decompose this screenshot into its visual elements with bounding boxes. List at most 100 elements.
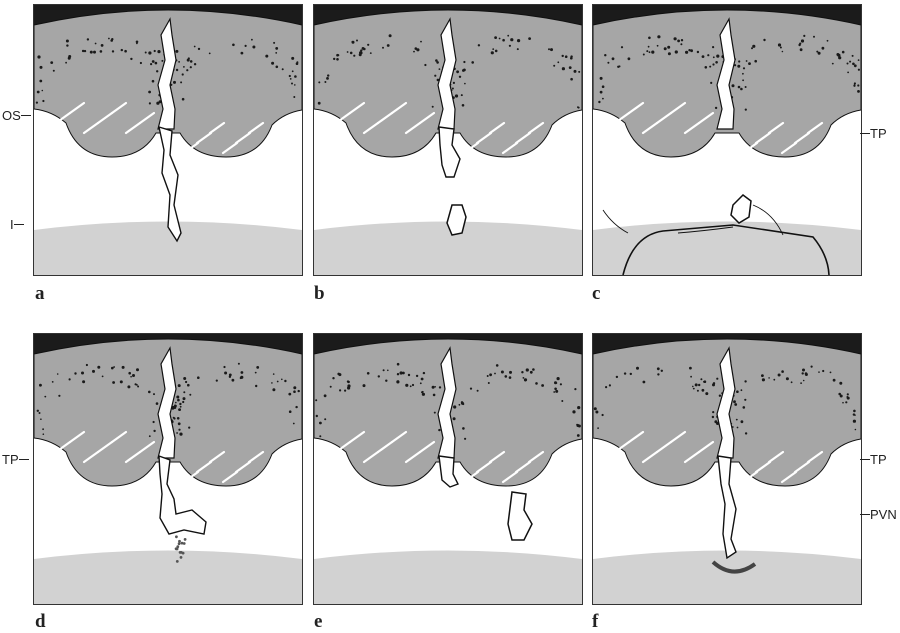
stipple-dot — [348, 381, 350, 383]
stipple-dot — [111, 38, 113, 40]
stipple-dot — [176, 432, 178, 434]
stipple-dot — [190, 66, 192, 68]
stipple-dot — [432, 386, 435, 389]
stipple-dot — [713, 382, 715, 384]
stipple-dot — [316, 415, 318, 417]
stipple-dot — [324, 418, 326, 420]
stipple-dot — [281, 379, 283, 381]
stipple-dot — [621, 46, 623, 48]
stipple-dot — [604, 54, 606, 56]
stipple-dot — [712, 46, 714, 48]
stipple-dot — [182, 98, 185, 101]
stipple-dot — [238, 363, 240, 365]
stipple-dot — [713, 56, 715, 58]
stipple-dot — [842, 402, 844, 404]
stipple-dot — [318, 102, 321, 105]
stipple-dot — [517, 48, 519, 50]
label-tp-f-leader — [860, 459, 870, 460]
panel-letter-a: a — [35, 283, 45, 305]
stipple-dot — [524, 380, 526, 382]
stipple-dot — [273, 42, 275, 44]
stipple-dot — [178, 384, 181, 387]
stipple-dot — [738, 60, 740, 62]
stipple-dot — [813, 36, 815, 38]
stipple-dot — [762, 378, 765, 381]
stipple-dot — [577, 434, 580, 437]
stipple-dot — [293, 423, 295, 425]
stipple-dot — [712, 416, 714, 418]
stipple-dot — [607, 62, 609, 64]
stipple-dot — [705, 66, 708, 69]
stipple-dot — [488, 382, 490, 384]
stipple-dot — [674, 37, 677, 40]
stipple-dot — [177, 417, 180, 420]
stipple-dot — [37, 91, 40, 94]
panel-f — [592, 333, 862, 605]
stipple-dot — [846, 396, 848, 398]
stipple-dot — [44, 396, 46, 398]
stipple-dot — [232, 44, 235, 47]
stipple-dot — [173, 417, 175, 419]
stipple-dot — [689, 367, 692, 370]
stipple-dot — [324, 81, 326, 83]
stipple-dot — [855, 429, 857, 431]
stipple-dot — [197, 376, 200, 379]
stipple-dot — [185, 381, 187, 383]
stipple-dot — [680, 43, 682, 45]
stipple-dot — [499, 38, 501, 40]
stipple-dot — [578, 107, 580, 109]
stipple-dot — [153, 421, 155, 423]
stipple-dot — [128, 372, 131, 375]
stipple-dot — [282, 68, 284, 70]
stipple-dot — [432, 106, 434, 108]
stipple-dot — [745, 432, 747, 434]
stipple-dot — [397, 363, 400, 366]
stipple-dot — [803, 35, 805, 37]
stipple-dot — [833, 379, 836, 382]
stipple-dot — [661, 370, 663, 372]
stipple-dot — [100, 50, 103, 53]
stipple-dot — [651, 51, 654, 54]
stipple-dot — [188, 427, 190, 429]
stipple-dot — [344, 390, 346, 392]
stipple-dot — [148, 391, 151, 394]
stipple-dot — [175, 50, 178, 53]
stipple-dot — [628, 57, 631, 60]
stipple-dot — [183, 66, 185, 68]
stipple-dot — [657, 35, 660, 38]
stipple-dot — [136, 41, 139, 44]
stipple-dot — [502, 39, 505, 42]
stipple-dot — [719, 395, 721, 397]
stipple-dot — [387, 370, 389, 372]
stipple-dot — [149, 102, 151, 104]
stipple-dot — [745, 109, 747, 111]
stipple-dot — [108, 38, 110, 40]
stipple-dot — [39, 80, 42, 83]
stipple-dot — [339, 389, 341, 391]
stipple-dot — [422, 391, 424, 393]
stipple-dot — [39, 384, 42, 387]
stipple-dot — [255, 385, 257, 387]
stipple-dot — [275, 47, 278, 50]
label-tp-c: TP — [860, 126, 887, 141]
stipple-dot — [510, 38, 513, 41]
stipple-dot — [57, 373, 59, 375]
stipple-dot — [799, 43, 801, 45]
stipple-dot — [347, 51, 349, 53]
stipple-dot — [408, 374, 410, 376]
stipple-dot — [93, 51, 96, 54]
stipple-dot — [578, 71, 580, 73]
stipple-dot — [852, 55, 854, 57]
stipple-dot — [763, 39, 765, 41]
stipple-dot — [802, 372, 804, 374]
stipple-dot — [438, 429, 440, 431]
stipple-dot — [557, 61, 559, 63]
stipple-dot — [594, 407, 597, 410]
stipple-dot — [92, 370, 95, 373]
stipple-dot — [39, 412, 41, 414]
stipple-dot — [712, 63, 714, 65]
stipple-dot — [857, 84, 859, 86]
stipple-dot — [816, 51, 818, 53]
stipple-dot — [491, 51, 494, 54]
stipple-dot — [569, 66, 572, 69]
